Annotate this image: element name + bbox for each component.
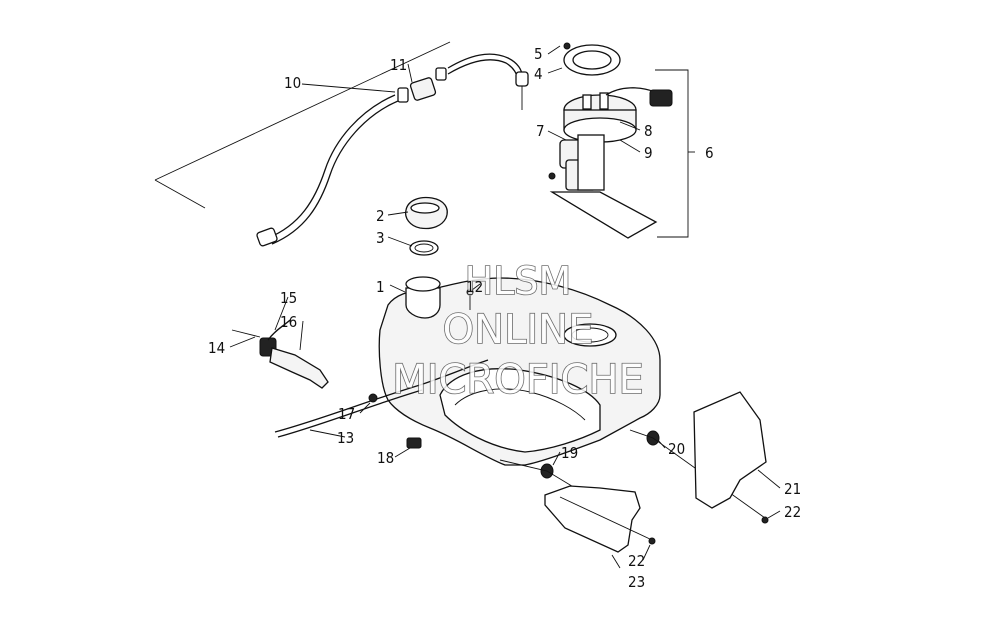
watermark: HLSM ONLINE MICROFICHE <box>391 258 644 404</box>
callout-23: 23 <box>628 573 645 591</box>
callout-22-lower: 22 <box>628 552 645 570</box>
grommets <box>499 429 766 519</box>
watermark-line3: MICROFICHE <box>392 357 644 403</box>
rod-group <box>274 359 489 449</box>
callout-7: 7 <box>536 122 545 140</box>
callout-21: 21 <box>784 480 801 498</box>
callout-3: 3 <box>376 229 385 247</box>
watermark-line1: HLSM <box>465 259 572 303</box>
callout-13: 13 <box>337 429 354 447</box>
fuel-pump-assembly <box>548 42 689 239</box>
callout-labels: 1 2 3 4 5 6 7 8 9 10 11 12 13 14 15 16 1… <box>208 45 801 591</box>
heat-shields <box>544 391 769 553</box>
callout-6: 6 <box>705 144 714 162</box>
callout-11: 11 <box>390 56 407 74</box>
callout-1: 1 <box>376 278 385 296</box>
leader-lines <box>229 45 781 569</box>
fuel-tank <box>378 276 661 466</box>
gas-cap-group <box>404 196 448 256</box>
callout-12: 12 <box>466 278 483 296</box>
callout-9: 9 <box>644 144 653 162</box>
callout-16: 16 <box>280 313 297 331</box>
watermark-line2: ONLINE <box>443 307 594 353</box>
callout-19: 19 <box>561 444 578 462</box>
callout-17: 17 <box>338 405 355 423</box>
callout-5: 5 <box>534 45 543 63</box>
callout-18: 18 <box>377 449 394 467</box>
callout-15: 15 <box>280 289 297 307</box>
callout-10: 10 <box>284 74 301 92</box>
callout-20: 20 <box>668 440 685 458</box>
callout-4: 4 <box>534 65 543 83</box>
callout-2: 2 <box>376 207 385 225</box>
bracket-group <box>231 319 329 389</box>
callout-14: 14 <box>208 339 225 357</box>
callout-22-right: 22 <box>784 503 801 521</box>
vent-hose-assembly <box>154 41 529 247</box>
callout-8: 8 <box>644 122 653 140</box>
